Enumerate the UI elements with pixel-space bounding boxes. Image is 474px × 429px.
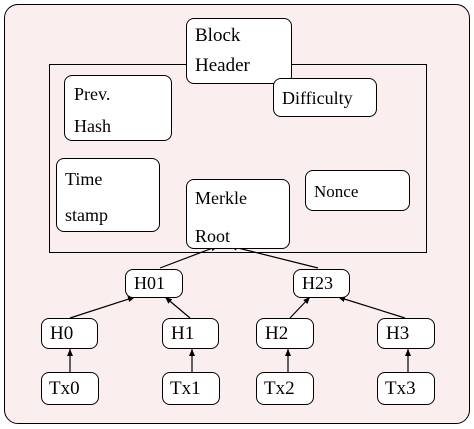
hash-node-h23: H23 xyxy=(293,269,350,298)
block-header-box: Block Header xyxy=(186,18,292,84)
prev-hash-line2: Hash xyxy=(74,116,111,136)
hash-node-h3: H3 xyxy=(377,318,435,349)
time-stamp-line2: stamp xyxy=(65,205,108,225)
hash-node-h1: H1 xyxy=(162,318,219,349)
tx-label-tx1: Tx1 xyxy=(170,378,201,399)
hash-label-h0: H0 xyxy=(50,323,74,344)
tx-node-tx2: Tx2 xyxy=(256,372,314,405)
prev-hash-line1: Prev. xyxy=(74,84,111,104)
prev-hash-field: Prev. Hash xyxy=(64,75,172,141)
difficulty-label: Difficulty xyxy=(282,88,353,108)
hash-node-h01: H01 xyxy=(125,269,183,298)
tx-node-tx3: Tx3 xyxy=(377,372,435,405)
nonce-label: Nonce xyxy=(314,182,359,201)
merkle-root-field: Merkle Root xyxy=(186,179,290,249)
hash-label-h23: H23 xyxy=(302,273,333,293)
block-header-line2: Header xyxy=(195,55,250,76)
tx-label-tx3: Tx3 xyxy=(385,378,416,399)
time-stamp-field: Time stamp xyxy=(56,158,160,232)
hash-node-h2: H2 xyxy=(256,318,314,349)
tx-node-tx1: Tx1 xyxy=(162,372,220,405)
difficulty-field: Difficulty xyxy=(273,78,377,117)
hash-label-h3: H3 xyxy=(386,323,410,344)
tx-label-tx0: Tx0 xyxy=(49,378,80,399)
hash-label-h2: H2 xyxy=(265,323,289,344)
nonce-field: Nonce xyxy=(305,170,410,211)
block-header-line1: Block xyxy=(195,25,241,46)
hash-node-h0: H0 xyxy=(41,318,98,349)
time-stamp-line1: Time xyxy=(65,169,103,189)
hash-label-h1: H1 xyxy=(171,323,195,344)
tx-label-tx2: Tx2 xyxy=(264,378,295,399)
tx-node-tx0: Tx0 xyxy=(41,372,99,405)
merkle-root-line1: Merkle xyxy=(195,188,247,208)
hash-label-h01: H01 xyxy=(134,273,165,293)
merkle-root-line2: Root xyxy=(195,226,231,246)
